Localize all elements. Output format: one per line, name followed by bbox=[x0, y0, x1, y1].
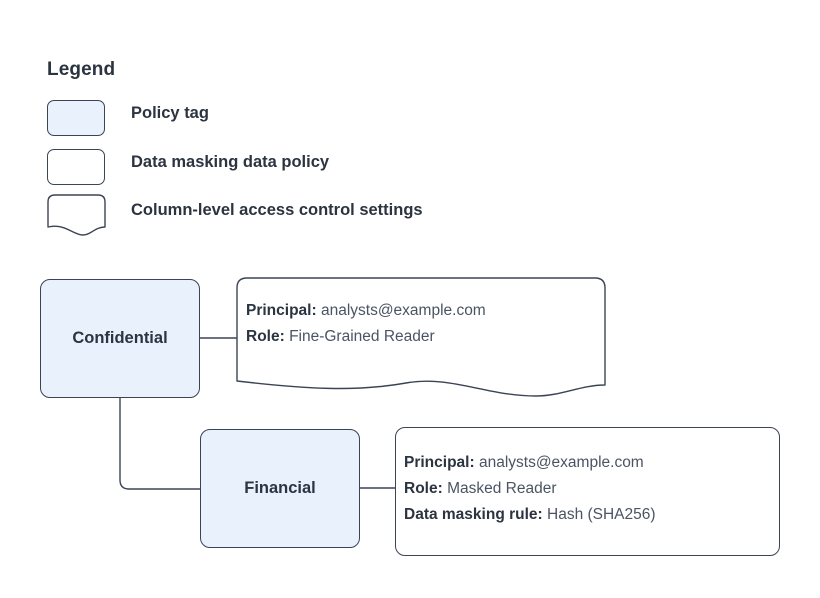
callout-row-value: analysts@example.com bbox=[478, 454, 644, 471]
node-confidential[interactable]: Confidential bbox=[40, 279, 200, 398]
legend-label-data-masking-policy: Data masking data policy bbox=[131, 153, 330, 171]
connector-confidential-to-financial bbox=[119, 398, 200, 490]
callout-row-value: Fine-Grained Reader bbox=[289, 328, 435, 345]
callout-access-control-text: Principal: analysts@example.com Role: Fi… bbox=[246, 298, 486, 350]
callout-row-key: Principal: bbox=[246, 302, 317, 319]
callout-row: Principal: analysts@example.com bbox=[246, 298, 486, 324]
legend-swatch-policy-tag bbox=[47, 100, 105, 136]
callout-row-value: Hash (SHA256) bbox=[547, 506, 656, 523]
callout-row: Principal: analysts@example.com bbox=[404, 450, 656, 476]
legend-label-policy-tag: Policy tag bbox=[131, 104, 209, 122]
callout-row-value: Masked Reader bbox=[447, 480, 557, 497]
legend-label-access-control: Column-level access control settings bbox=[131, 201, 423, 219]
callout-row: Role: Fine-Grained Reader bbox=[246, 324, 486, 350]
callout-row-key: Role: bbox=[246, 328, 285, 345]
callout-row-key: Data masking rule: bbox=[404, 506, 543, 523]
legend-title: Legend bbox=[47, 59, 116, 80]
node-financial[interactable]: Financial bbox=[200, 429, 360, 548]
callout-data-masking-shape bbox=[395, 427, 780, 556]
legend-swatch-data-masking-policy bbox=[47, 149, 105, 185]
callout-data-masking-text: Principal: analysts@example.com Role: Ma… bbox=[404, 450, 656, 528]
callout-row-key: Principal: bbox=[404, 454, 475, 471]
callout-row: Role: Masked Reader bbox=[404, 476, 656, 502]
legend-swatch-access-control bbox=[47, 194, 107, 236]
callout-row: Data masking rule: Hash (SHA256) bbox=[404, 502, 656, 528]
node-confidential-label: Confidential bbox=[72, 329, 168, 347]
callout-access-control-shape bbox=[236, 277, 606, 397]
callout-row-value: analysts@example.com bbox=[320, 302, 486, 319]
node-financial-label: Financial bbox=[244, 479, 316, 497]
callout-row-key: Role: bbox=[404, 480, 443, 497]
